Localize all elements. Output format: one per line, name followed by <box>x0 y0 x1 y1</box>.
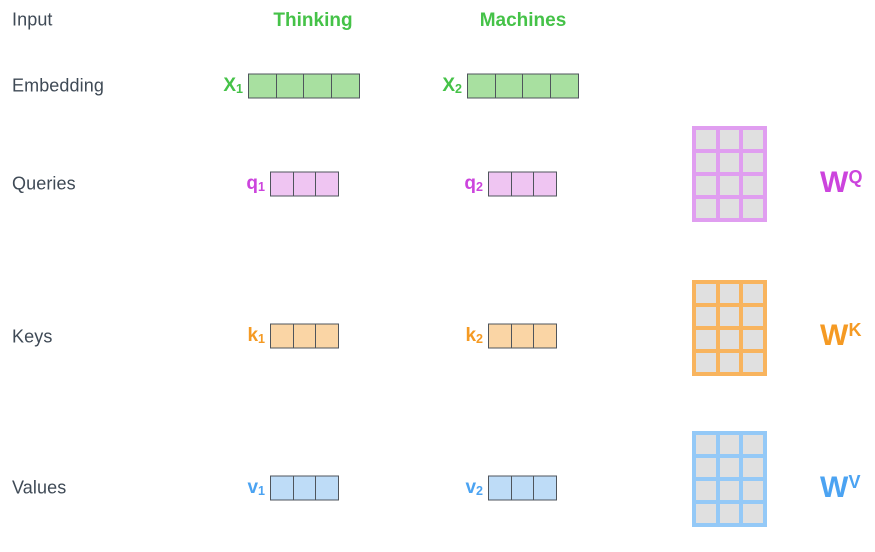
matrix-cell <box>719 458 740 477</box>
vector-cell <box>315 171 339 197</box>
vector-cell <box>270 171 294 197</box>
vector-cell <box>488 323 512 349</box>
matrix-cell <box>696 284 716 303</box>
matrix-cell <box>719 199 740 218</box>
vector-tag-x2: X2 <box>442 75 462 97</box>
vector-cell <box>292 323 317 349</box>
row-label-input: Input <box>12 9 53 30</box>
vector-cell <box>522 73 551 99</box>
matrix-cell <box>696 504 716 523</box>
matrix-cell <box>696 307 716 326</box>
matrix-cell <box>743 330 763 349</box>
vector-tag-k1: k1 <box>247 325 265 347</box>
weight-matrix-wv <box>692 431 767 527</box>
vector-cell <box>494 73 524 99</box>
vector-cell <box>315 475 339 501</box>
vector-v1 <box>270 475 339 501</box>
matrix-cell <box>743 153 763 172</box>
vector-tag-v2: v2 <box>465 477 483 499</box>
matrix-cell <box>696 481 716 500</box>
vector-cell <box>510 171 535 197</box>
vector-cell <box>315 323 339 349</box>
vector-cell <box>510 323 535 349</box>
matrix-cell <box>696 435 716 454</box>
matrix-cell <box>719 130 740 149</box>
matrix-cell <box>696 176 716 195</box>
vector-cell <box>270 323 294 349</box>
vector-cell <box>275 73 305 99</box>
matrix-cell <box>743 353 763 372</box>
vector-cell <box>303 73 332 99</box>
row-label-embedding: Embedding <box>12 75 104 96</box>
matrix-cell <box>719 504 740 523</box>
matrix-cell <box>696 353 716 372</box>
matrix-cell <box>696 199 716 218</box>
vector-v2 <box>488 475 557 501</box>
weight-label-wv: WV <box>820 471 861 504</box>
row-label-queries: Queries <box>12 173 76 194</box>
vector-tag-v1: v1 <box>247 477 265 499</box>
row-label-keys: Keys <box>12 326 53 347</box>
vector-cell <box>488 171 512 197</box>
weight-matrix-wq <box>692 126 767 222</box>
matrix-cell <box>719 153 740 172</box>
matrix-cell <box>743 284 763 303</box>
vector-cell <box>549 73 579 99</box>
vector-tag-k2: k2 <box>465 325 483 347</box>
vector-tag-x1: X1 <box>223 75 243 97</box>
vector-cell <box>330 73 360 99</box>
column-word-machines: Machines <box>479 10 567 31</box>
vector-q1 <box>270 171 339 197</box>
matrix-cell <box>719 307 740 326</box>
matrix-cell <box>719 353 740 372</box>
matrix-cell <box>696 330 716 349</box>
vector-k1 <box>270 323 339 349</box>
column-word-thinking: Thinking <box>273 10 353 31</box>
matrix-cell <box>743 176 763 195</box>
matrix-cell <box>719 176 740 195</box>
matrix-cell <box>743 481 763 500</box>
vector-x2 <box>467 73 579 99</box>
row-label-values: Values <box>12 477 67 498</box>
vector-q2 <box>488 171 557 197</box>
matrix-cell <box>719 481 740 500</box>
vector-cell <box>248 73 277 99</box>
weight-label-wk: WK <box>820 319 862 352</box>
matrix-cell <box>743 435 763 454</box>
matrix-cell <box>743 458 763 477</box>
matrix-cell <box>696 458 716 477</box>
vector-cell <box>533 323 557 349</box>
matrix-cell <box>719 284 740 303</box>
vector-cell <box>467 73 496 99</box>
vector-cell <box>510 475 535 501</box>
matrix-cell <box>743 504 763 523</box>
matrix-cell <box>696 130 716 149</box>
matrix-cell <box>719 435 740 454</box>
matrix-cell <box>719 330 740 349</box>
vector-x1 <box>248 73 360 99</box>
matrix-cell <box>696 153 716 172</box>
vector-k2 <box>488 323 557 349</box>
vector-cell <box>533 171 557 197</box>
weight-label-wq: WQ <box>820 166 863 199</box>
matrix-cell <box>743 130 763 149</box>
vector-tag-q2: q2 <box>464 173 483 195</box>
vector-cell <box>292 475 317 501</box>
vector-cell <box>270 475 294 501</box>
vector-tag-q1: q1 <box>246 173 265 195</box>
matrix-cell <box>743 307 763 326</box>
vector-cell <box>292 171 317 197</box>
vector-cell <box>533 475 557 501</box>
vector-cell <box>488 475 512 501</box>
weight-matrix-wk <box>692 280 767 376</box>
matrix-cell <box>743 199 763 218</box>
